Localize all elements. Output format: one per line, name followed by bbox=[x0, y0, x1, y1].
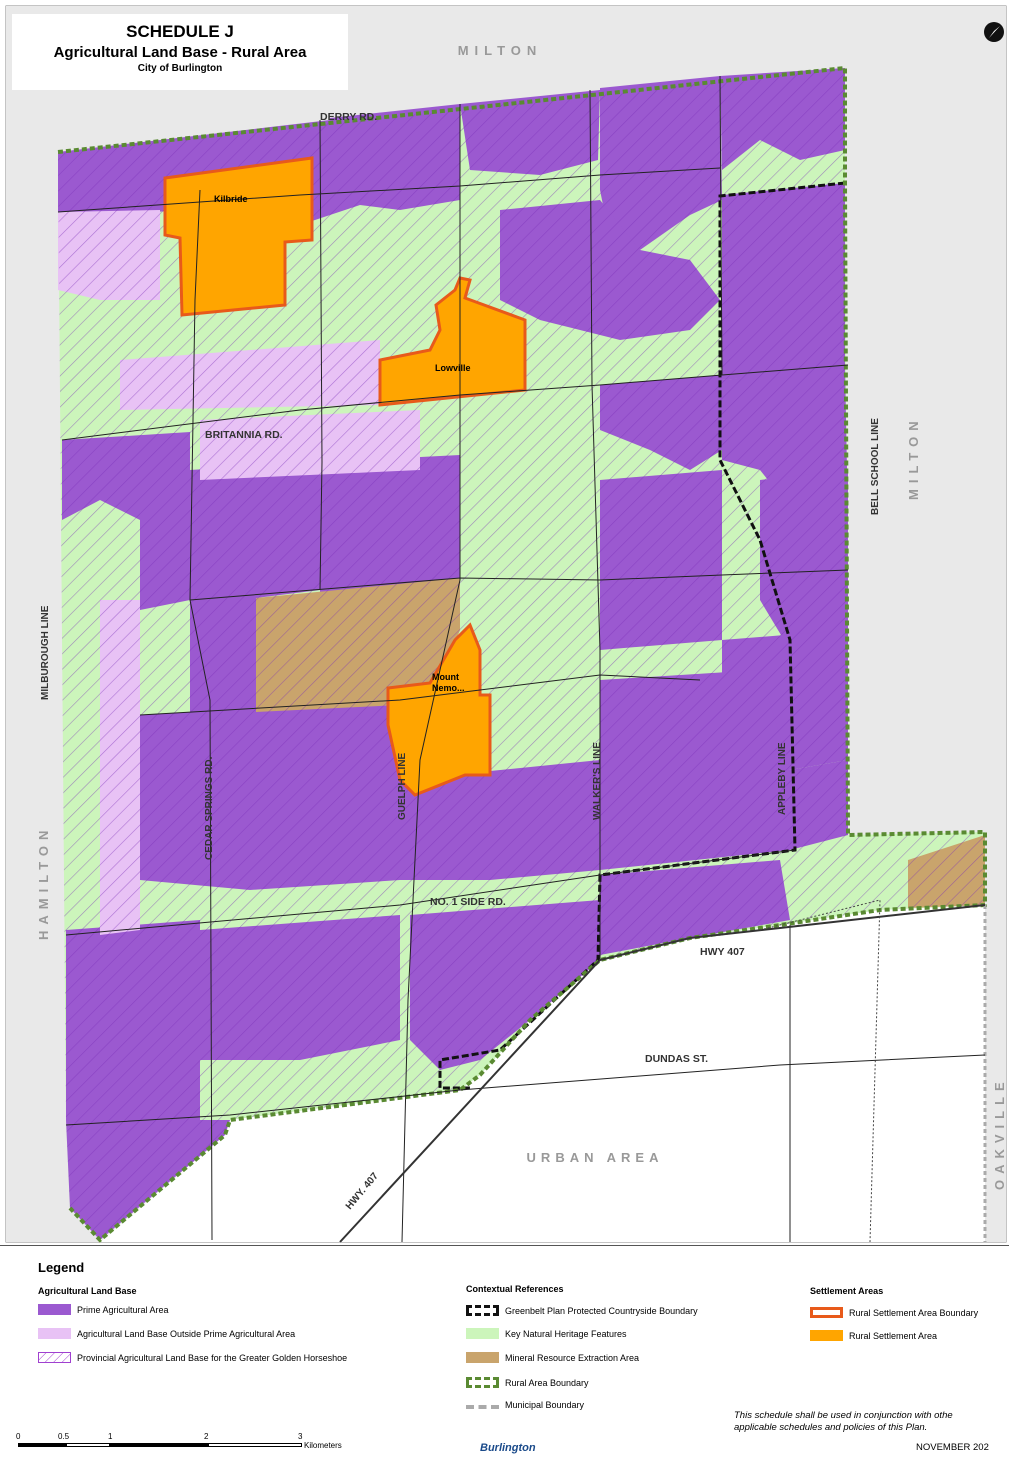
swatch-prime bbox=[38, 1304, 71, 1315]
label-milburough-line: MILBUROUGH LINE bbox=[40, 605, 51, 700]
legend-group-agricultural: Agricultural Land Base bbox=[38, 1286, 137, 1296]
label-walkers-line: WALKER'S LINE bbox=[592, 742, 603, 820]
label-lowville: Lowville bbox=[435, 363, 471, 373]
usage-note-line2: applicable schedules and policies of thi… bbox=[734, 1422, 928, 1433]
swatch-greenbelt bbox=[466, 1305, 499, 1316]
label-oakville: OAKVILLE bbox=[992, 1076, 1007, 1190]
mount-nemo-settlement bbox=[386, 622, 492, 797]
legend-item-settlement-boundary: Rural Settlement Area Boundary bbox=[810, 1307, 978, 1318]
label-kilbride: Kilbride bbox=[214, 194, 248, 204]
legend-label-rural-boundary: Rural Area Boundary bbox=[505, 1377, 589, 1388]
label-milton-top: MILTON bbox=[458, 43, 543, 58]
scale-bar-segment bbox=[66, 1443, 110, 1447]
label-dundas-st: DUNDAS ST. bbox=[645, 1053, 708, 1065]
label-derry-rd: DERRY RD. bbox=[320, 111, 377, 123]
label-bell-school-line: BELL SCHOOL LINE bbox=[870, 418, 881, 515]
swatch-rural-boundary bbox=[466, 1377, 499, 1388]
swatch-settlement-area bbox=[810, 1330, 843, 1341]
scale-unit: Kilometers bbox=[304, 1441, 342, 1450]
label-hamilton: HAMILTON bbox=[36, 825, 51, 940]
burlington-logo: Burlington bbox=[480, 1442, 536, 1454]
label-no1-side-rd: NO. 1 SIDE RD. bbox=[430, 896, 506, 908]
scale-tick-3: 3 bbox=[298, 1432, 303, 1441]
legend-label-mineral: Mineral Resource Extraction Area bbox=[505, 1352, 640, 1363]
label-mount-nemo-line2: Nemo... bbox=[432, 683, 465, 693]
legend-item-rural-boundary: Rural Area Boundary bbox=[466, 1377, 589, 1388]
provincial-agricultural-hatch bbox=[58, 68, 985, 1240]
legend-label-settlement-area: Rural Settlement Area bbox=[849, 1330, 938, 1341]
kilbride-settlement bbox=[163, 156, 314, 317]
label-mount-nemo-line1: Mount bbox=[432, 672, 459, 682]
legend-item-mineral: Mineral Resource Extraction Area bbox=[466, 1352, 639, 1363]
schedule-title: SCHEDULE J bbox=[126, 22, 234, 41]
label-milton-right: MILTON bbox=[906, 415, 921, 500]
swatch-mineral bbox=[466, 1352, 499, 1363]
legend-label-municipal: Municipal Boundary bbox=[505, 1400, 585, 1410]
legend-label-provincial: Provincial Agricultural Land Base for th… bbox=[77, 1352, 348, 1363]
swatch-natural bbox=[466, 1328, 499, 1339]
scale-bar bbox=[18, 1443, 302, 1447]
legend-item-provincial: Provincial Agricultural Land Base for th… bbox=[38, 1352, 347, 1363]
legend-item-settlement-area: Rural Settlement Area bbox=[810, 1330, 937, 1341]
legend-item-natural: Key Natural Heritage Features bbox=[466, 1328, 627, 1339]
schedule-date: NOVEMBER 202 bbox=[916, 1442, 989, 1453]
scale-bar-segment-2 bbox=[208, 1443, 302, 1447]
legend-label-settlement-boundary: Rural Settlement Area Boundary bbox=[849, 1307, 979, 1318]
settlement-areas bbox=[163, 156, 527, 797]
usage-note-line1: This schedule shall be used in conjuncti… bbox=[734, 1410, 953, 1421]
schedule-subtitle: Agricultural Land Base - Rural Area bbox=[53, 44, 307, 61]
legend-item-greenbelt: Greenbelt Plan Protected Countryside Bou… bbox=[466, 1305, 698, 1316]
usage-note: This schedule shall be used in conjuncti… bbox=[734, 1410, 953, 1434]
swatch-municipal bbox=[466, 1405, 499, 1409]
label-appleby-line: APPLEBY LINE bbox=[777, 742, 788, 815]
scale-tick-1: 1 bbox=[108, 1432, 113, 1441]
swatch-outside-prime bbox=[38, 1328, 71, 1339]
legend-label-natural: Key Natural Heritage Features bbox=[505, 1328, 627, 1339]
map-canvas[interactable]: MILTON DERRY RD. BRITANNIA RD. NO. 1 SID… bbox=[0, 0, 1009, 1245]
legend-group-settlement: Settlement Areas bbox=[810, 1286, 884, 1296]
title-block: SCHEDULE J Agricultural Land Base - Rura… bbox=[12, 14, 348, 90]
label-cedar-springs-rd: CEDAR SPRINGS RD. bbox=[204, 756, 215, 860]
swatch-settlement-boundary bbox=[810, 1307, 843, 1318]
legend-item-municipal: Municipal Boundary bbox=[466, 1400, 584, 1410]
legend-label-prime: Prime Agricultural Area bbox=[77, 1304, 169, 1315]
legend-label-greenbelt: Greenbelt Plan Protected Countryside Bou… bbox=[505, 1305, 698, 1316]
city-name: City of Burlington bbox=[137, 63, 223, 74]
label-hwy407-right: HWY 407 bbox=[700, 946, 745, 958]
legend-item-outside-prime: Agricultural Land Base Outside Prime Agr… bbox=[38, 1328, 295, 1339]
label-britannia-rd: BRITANNIA RD. bbox=[205, 429, 283, 441]
label-guelph-line: GUELPH LINE bbox=[397, 752, 408, 820]
scale-tick-0: 0 bbox=[16, 1432, 21, 1441]
urban-area bbox=[100, 905, 985, 1242]
swatch-provincial bbox=[38, 1352, 71, 1363]
legend-panel: Legend Agricultural Land Base Prime Agri… bbox=[0, 1245, 1009, 1460]
legend-group-contextual: Contextual References bbox=[466, 1284, 564, 1294]
label-urban-area: URBAN AREA bbox=[527, 1150, 664, 1165]
legend-item-prime: Prime Agricultural Area bbox=[38, 1304, 169, 1315]
north-arrow-icon bbox=[984, 22, 1004, 42]
lowville-settlement bbox=[378, 276, 527, 407]
scale-tick-2: 2 bbox=[204, 1432, 209, 1441]
roads bbox=[57, 75, 986, 1243]
legend-label-outside-prime: Agricultural Land Base Outside Prime Agr… bbox=[77, 1328, 296, 1339]
scale-tick-0-5: 0.5 bbox=[58, 1432, 70, 1441]
legend-title: Legend bbox=[38, 1260, 85, 1275]
